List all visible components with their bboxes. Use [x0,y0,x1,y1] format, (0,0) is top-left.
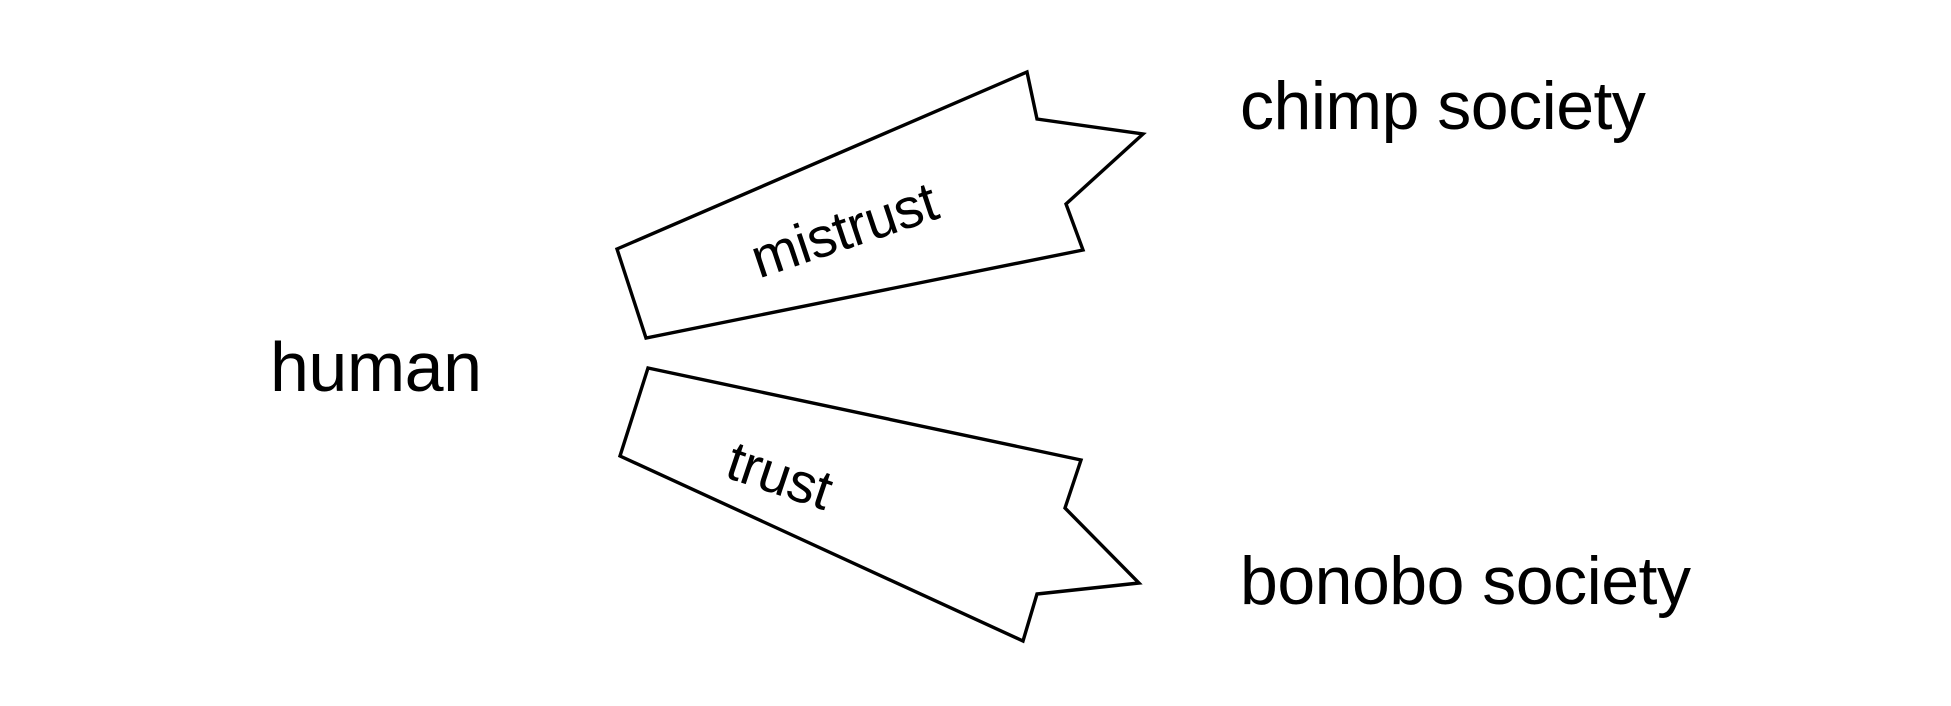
node-label-human: human [270,328,482,406]
node-label-bonobo-society: bonobo society [1240,543,1691,619]
node-label-chimp-society: chimp society [1240,68,1646,144]
arrow-mistrust [614,69,1147,340]
arrow-trust [617,366,1143,644]
